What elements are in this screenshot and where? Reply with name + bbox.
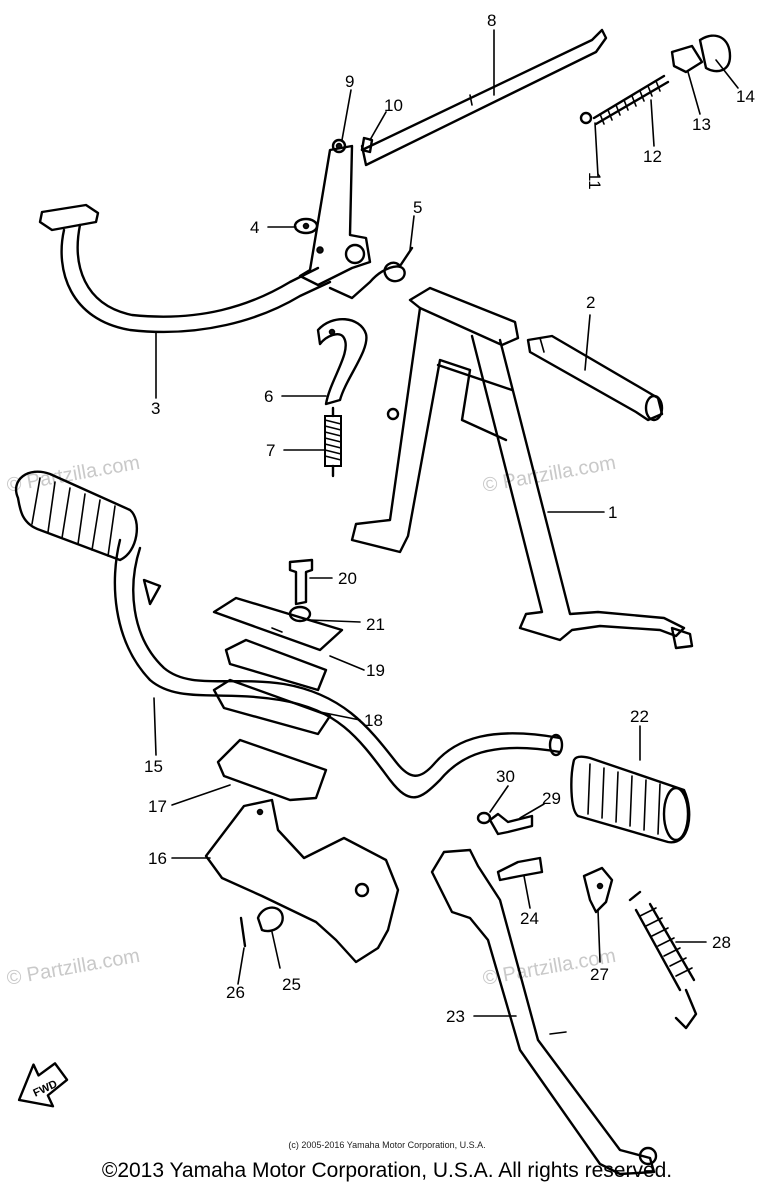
part-18-rubber	[224, 638, 328, 692]
footer-copyright: ©2013 Yamaha Motor Corporation, U.S.A. A…	[102, 1159, 672, 1182]
callout-6: 6	[264, 387, 273, 406]
part-22-grip	[570, 755, 691, 844]
part-14-knob	[698, 34, 732, 73]
part-27-plate	[582, 866, 614, 914]
callout-11: 11	[585, 172, 604, 190]
part-24-bolt	[496, 856, 544, 882]
part-16-bracket	[204, 798, 400, 964]
callout-1: 1	[608, 503, 617, 522]
part-3-brake-pedal	[38, 144, 372, 334]
callout-9: 9	[345, 72, 354, 91]
part-11-washer	[579, 111, 593, 125]
part-30-washer	[476, 811, 492, 825]
callout-15: 15	[144, 757, 163, 776]
callout-19: 19	[366, 661, 385, 680]
part-1-main-stand	[350, 286, 694, 650]
watermark-3: © Partzilla.com	[5, 945, 142, 990]
part-12-bolt	[592, 74, 670, 126]
part-5-spring	[328, 246, 414, 300]
fwd-label: FWD	[31, 1078, 59, 1099]
callout-13: 13	[692, 115, 711, 134]
callout-23: 23	[446, 1007, 465, 1026]
callout-3: 3	[151, 399, 160, 418]
fwd-arrow-icon: FWD	[17, 1062, 69, 1108]
callout-25: 25	[282, 975, 301, 994]
part-26-pin	[239, 916, 247, 948]
callout-30: 30	[496, 767, 515, 786]
callout-8: 8	[487, 11, 496, 30]
callout-27: 27	[590, 965, 609, 984]
small-copyright: (c) 2005-2016 Yamaha Motor Corporation, …	[288, 1140, 485, 1150]
part-17-rubber	[216, 738, 328, 802]
callout-21: 21	[366, 615, 385, 634]
callout-16: 16	[148, 849, 167, 868]
part-4-clip	[293, 217, 319, 235]
callout-2: 2	[586, 293, 595, 312]
part-6-hole	[328, 328, 336, 336]
callout-12: 12	[643, 147, 662, 166]
callout-10: 10	[384, 96, 403, 115]
part-10-pin	[360, 136, 374, 154]
part-29-bolt	[488, 812, 534, 836]
part-2-shaft	[526, 334, 664, 422]
callout-17: 17	[148, 797, 167, 816]
part-28-spring	[628, 890, 698, 1030]
part-20-bolt	[288, 558, 314, 606]
watermark-2: © Partzilla.com	[481, 452, 618, 497]
part-13-cap	[670, 44, 704, 74]
callout-5: 5	[413, 198, 422, 217]
part-8-rod	[360, 28, 608, 167]
part-7-spring	[324, 406, 342, 478]
leader-lines	[153, 29, 739, 1017]
part-27-hole	[596, 882, 604, 890]
callout-20: 20	[338, 569, 357, 588]
callout-7: 7	[266, 441, 275, 460]
callout-4: 4	[250, 218, 259, 237]
callout-18: 18	[364, 711, 383, 730]
callout-26: 26	[226, 983, 245, 1002]
part-19-plate	[212, 596, 344, 652]
part-25-plug	[256, 906, 284, 933]
part-15-grip-left	[15, 470, 138, 562]
callout-22: 22	[630, 707, 649, 726]
part-23-side-stand	[430, 848, 658, 1176]
part-6-plate	[316, 317, 368, 406]
callout-29: 29	[542, 789, 561, 808]
callout-28: 28	[712, 933, 731, 952]
callout-14: 14	[736, 87, 755, 106]
part-18-bracket	[212, 678, 332, 736]
callout-24: 24	[520, 909, 539, 928]
